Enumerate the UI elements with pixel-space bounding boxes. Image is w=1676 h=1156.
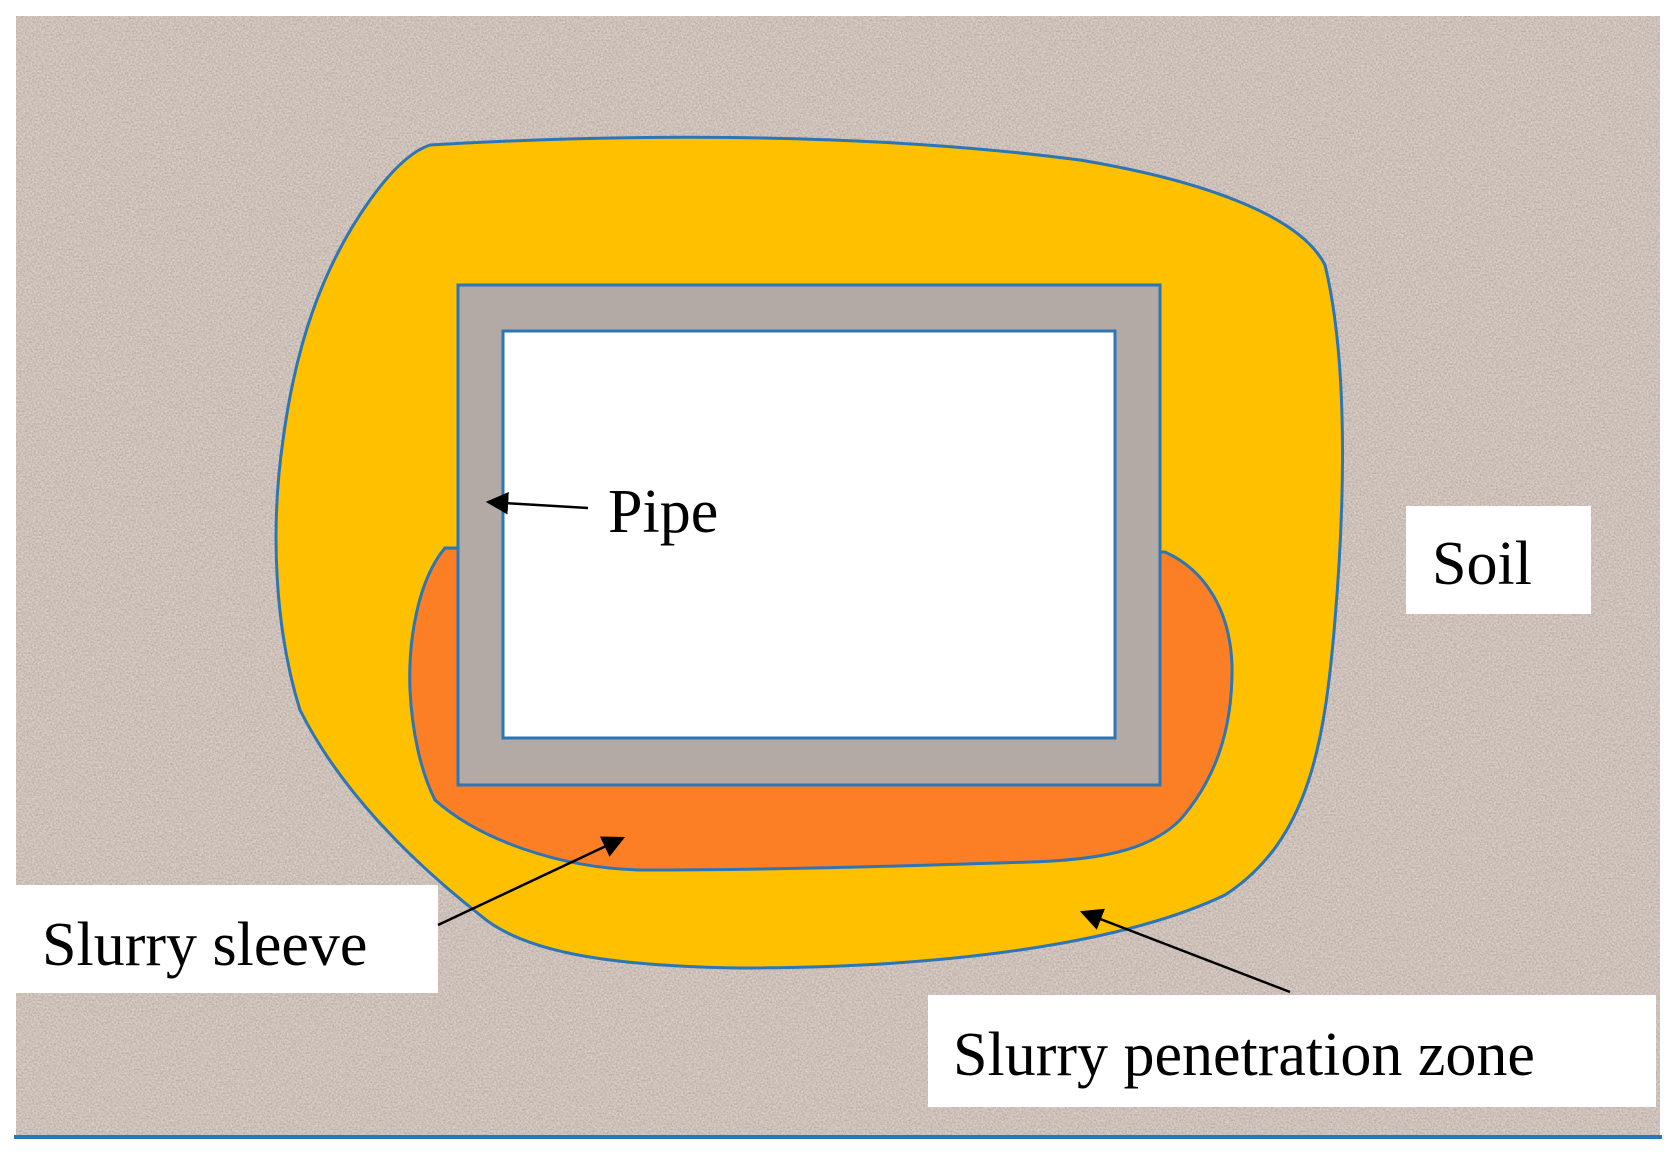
- pipe-interior: [501, 329, 1117, 740]
- slurry-penetration-zone-label-box: [928, 995, 1656, 1107]
- slurry-sleeve-callout: Slurry sleeve: [16, 836, 626, 993]
- pipe-arrow: [485, 491, 589, 515]
- slurry-penetration-zone-arrow: [1079, 908, 1291, 994]
- slurry-penetration-zone-callout: Slurry penetration zone: [928, 908, 1656, 1107]
- pipe-callout: Pipe: [485, 478, 718, 546]
- soil-callout: Soil: [1406, 506, 1591, 614]
- slurry-sleeve-arrow: [437, 836, 626, 927]
- soil-label: Soil: [1432, 530, 1532, 598]
- pipe-label: Pipe: [608, 478, 718, 546]
- slurry-sleeve-label-box: [16, 885, 438, 993]
- soil-label-box: [1406, 506, 1591, 614]
- slurry-sleeve-label: Slurry sleeve: [42, 911, 367, 979]
- slurry-penetration-zone-label: Slurry penetration zone: [953, 1021, 1535, 1089]
